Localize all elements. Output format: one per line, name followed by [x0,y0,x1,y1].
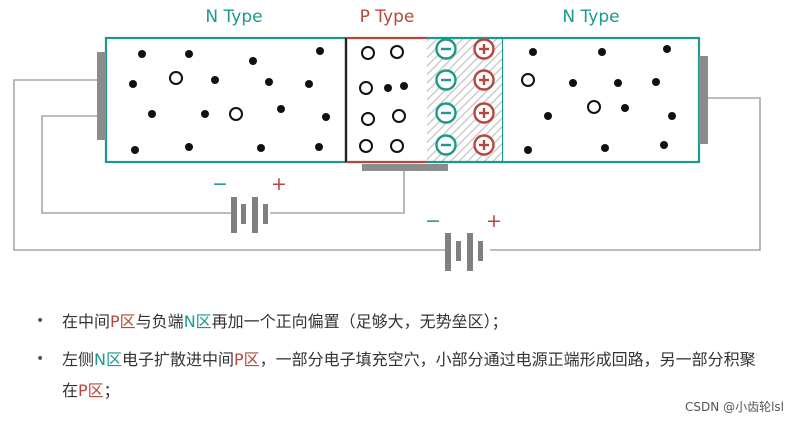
bullet-marker: • [36,313,45,329]
battery-base: − + [212,173,287,233]
text-segment: 与负端 [135,312,184,331]
watermark: CSDN @小齿轮lsl [685,400,784,414]
negative-ions [435,38,457,156]
battery-base-plus-label: + [271,173,287,195]
circuit-wires [13,79,761,251]
n-type-label-left: N Type [205,7,262,27]
n-region-left [104,36,348,164]
battery-base-minus-label: − [212,173,228,195]
bullet-marker: • [36,351,45,367]
text-segment: ，一部分电子填充空穴，小部分通过电源正端形成回路，另一部分积聚在 [62,350,756,400]
bullet-list: • 在中间P区与负端N区再加一个正向偏置（足够大，无势垒区）； • 左侧N区电子… [36,306,756,413]
transistor-diagram: N Type P Type N Type [13,7,761,271]
bullet-text-1: 在中间P区与负端N区再加一个正向偏置（足够大，无势垒区）； [62,306,756,337]
n-region-term: N区 [183,312,212,331]
p-region [344,36,427,164]
n-region-term: N区 [94,350,122,369]
battery-collector: − + [425,210,502,271]
text-segment: 在中间 [62,312,111,331]
bullet-item-1: • 在中间P区与负端N区再加一个正向偏置（足够大，无势垒区）； [36,306,756,337]
bullet-item-2: • 左侧N区电子扩散进中间P区，一部分电子填充空穴，小部分通过电源正端形成回路，… [36,344,756,406]
battery-collector-plus-label: + [486,210,502,232]
contact-right [699,56,708,144]
n-type-label-right: N Type [562,7,619,27]
n-region-right [500,36,701,164]
battery-collector-minus-label: − [425,210,441,232]
text-segment: 再加一个正向偏置（足够大，无势垒区）； [211,312,508,331]
text-segment: 电子扩散进中间 [122,350,235,369]
electrons [129,45,676,154]
positive-ions [473,38,495,156]
p-region-term: P区 [234,350,260,369]
p-type-label: P Type [360,7,415,27]
p-region-term: P区 [110,312,136,331]
text-segment: ； [103,381,120,400]
p-region-term: P区 [78,381,104,400]
holes [169,45,601,153]
text-segment: 左侧 [62,350,95,369]
bullet-text-2: 左侧N区电子扩散进中间P区，一部分电子填充空穴，小部分通过电源正端形成回路，另一… [62,344,756,406]
contact-base [362,164,448,171]
contact-left [97,52,106,140]
